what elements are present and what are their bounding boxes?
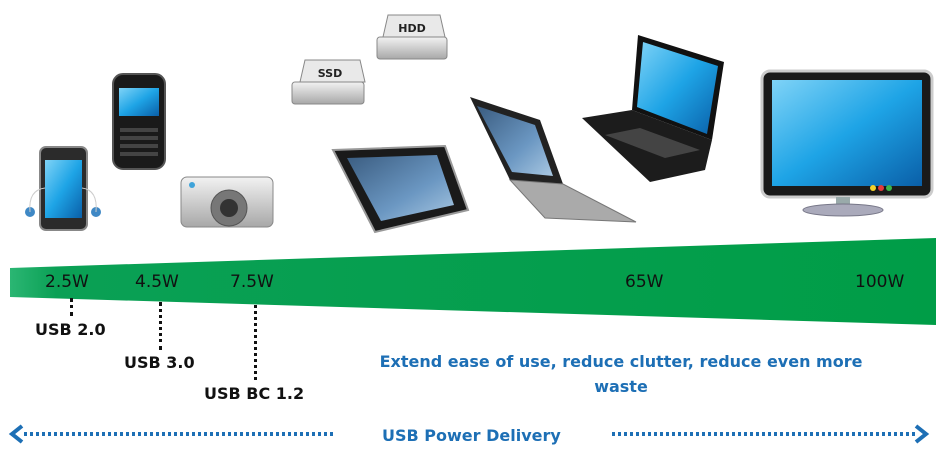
monitor-icon [760, 69, 934, 217]
connector-usb30 [159, 302, 162, 350]
tablet-icon [331, 144, 470, 234]
connector-usbbc12 [254, 305, 257, 380]
arrow-right-icon [914, 424, 930, 444]
watt-label-7-5: 7.5W [230, 272, 274, 292]
ssd-icon: SSD [291, 59, 366, 105]
camera-icon [180, 176, 274, 228]
power-delivery-arrow-right [612, 424, 930, 444]
usb-standard-3-0: USB 3.0 [124, 353, 195, 372]
hdd-label: HDD [398, 22, 425, 35]
power-delivery-arrow-left [8, 424, 336, 444]
hdd-icon: HDD [376, 14, 448, 60]
power-scale-bar [10, 238, 936, 325]
ultrabook-icon [470, 97, 637, 223]
watt-label-65: 65W [625, 272, 664, 292]
smartphone-icon [112, 73, 166, 170]
connector-usb20 [70, 298, 73, 316]
watt-label-4-5: 4.5W [135, 272, 179, 292]
benefit-message: Extend ease of use, reduce clutter, redu… [379, 352, 863, 396]
usb-standard-bc-1-2: USB BC 1.2 [204, 384, 305, 403]
watt-label-2-5: 2.5W [45, 272, 89, 292]
arrow-left-icon [8, 424, 24, 444]
laptop-icon [582, 35, 724, 182]
watt-label-100: 100W [855, 272, 905, 292]
usb-power-delivery-label: USB Power Delivery [382, 426, 561, 445]
usb-standard-2-0: USB 2.0 [35, 320, 106, 339]
ssd-label: SSD [318, 67, 342, 80]
media-player-icon [25, 146, 101, 231]
